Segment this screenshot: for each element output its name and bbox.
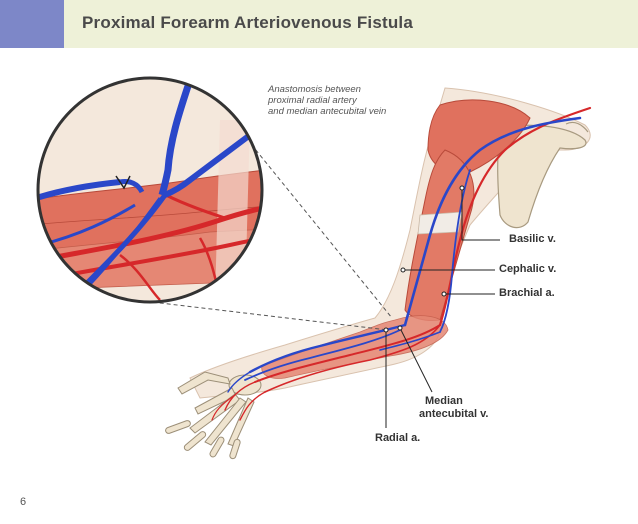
- header-accent-block: [0, 0, 64, 48]
- magnifier-connectors: [117, 127, 393, 331]
- annotation-line-2: proximal radial artery: [268, 95, 357, 106]
- arm-skin: [189, 87, 591, 399]
- magnified-inset: [36, 76, 264, 304]
- leader-dots: [383, 185, 465, 333]
- label-brachial-artery: Brachial a.: [499, 287, 555, 299]
- scapula-bone: [497, 121, 589, 229]
- anastomosis-annotation: Anastomosis between proximal radial arte…: [268, 84, 448, 117]
- annotation-line-1: Anastomosis between: [268, 84, 361, 95]
- upper-arm-muscles: [404, 99, 531, 321]
- annotation-line-3: and median antecubital vein: [268, 106, 387, 117]
- label-median-antecubital-line1: Median: [425, 395, 463, 407]
- page-title: Proximal Forearm Arteriovenous Fistula: [82, 13, 414, 32]
- leader-lines: [385, 188, 500, 428]
- label-median-antecubital-line2: antecubital v.: [419, 408, 489, 420]
- label-cephalic-vein: Cephalic v.: [499, 263, 557, 275]
- header-bar: Proximal Forearm Arteriovenous Fistula: [0, 0, 638, 48]
- page-number: 6: [20, 496, 27, 508]
- label-radial-artery: Radial a.: [375, 432, 421, 444]
- label-basilic-vein: Basilic v.: [509, 233, 556, 245]
